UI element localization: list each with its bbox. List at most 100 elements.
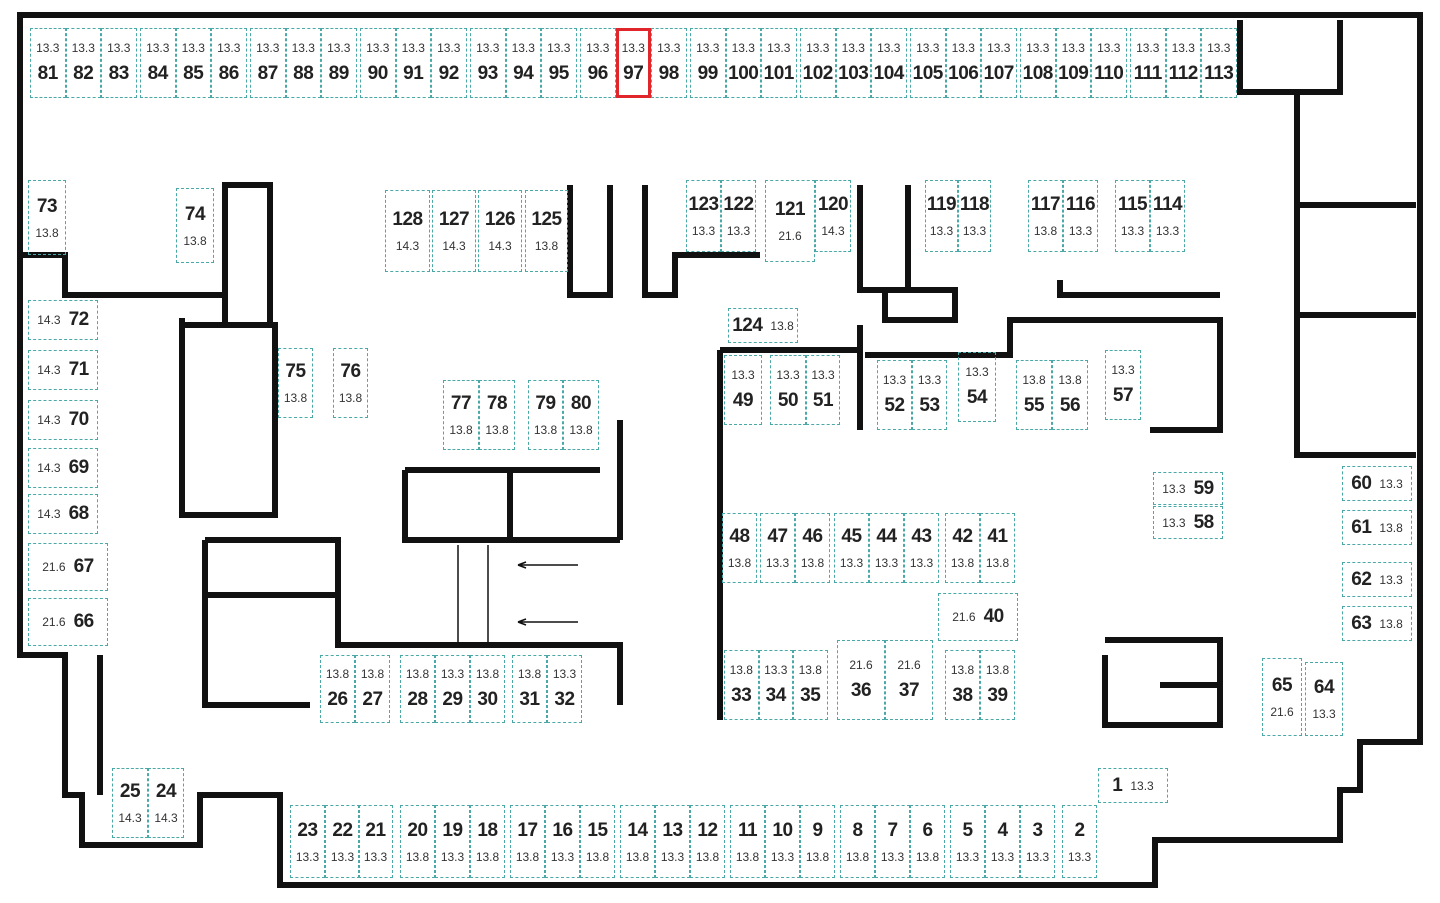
- parking-spot[interactable]: 13.3111: [1130, 28, 1166, 98]
- parking-spot[interactable]: 13.349: [724, 355, 762, 425]
- parking-spot[interactable]: 13.394: [505, 28, 541, 98]
- parking-spot[interactable]: 1813.8: [470, 805, 505, 878]
- parking-spot[interactable]: 2113.3: [358, 805, 393, 878]
- parking-spot[interactable]: 13.3105: [910, 28, 946, 98]
- parking-spot[interactable]: 13.350: [770, 355, 806, 425]
- parking-spot[interactable]: 21.636: [837, 640, 885, 720]
- parking-spot[interactable]: 13.358: [1153, 506, 1223, 539]
- parking-spot[interactable]: 4213.8: [945, 513, 980, 583]
- parking-spot[interactable]: 13.3108: [1020, 28, 1056, 98]
- parking-spot[interactable]: 1913.3: [435, 805, 470, 878]
- parking-spot[interactable]: 513.3: [950, 805, 985, 878]
- parking-spot[interactable]: 13.828: [400, 655, 435, 723]
- parking-spot[interactable]: 13.856: [1052, 360, 1088, 430]
- parking-spot[interactable]: 13.827: [355, 655, 390, 723]
- parking-spot[interactable]: 12614.3: [478, 190, 522, 272]
- parking-spot[interactable]: 4513.3: [834, 513, 869, 583]
- parking-spot[interactable]: 4613.8: [795, 513, 830, 583]
- parking-spot[interactable]: 6013.3: [1342, 466, 1412, 501]
- parking-spot[interactable]: 13.839: [980, 650, 1015, 720]
- parking-spot[interactable]: 713.3: [875, 805, 910, 878]
- parking-spot[interactable]: 21.640: [938, 593, 1018, 641]
- parking-spot[interactable]: 7513.8: [278, 348, 313, 418]
- parking-spot-selected[interactable]: 13.397: [615, 28, 651, 98]
- parking-spot[interactable]: 13.3113: [1201, 28, 1237, 98]
- parking-spot[interactable]: 12213.3: [721, 180, 756, 252]
- parking-spot[interactable]: 213.3: [1062, 805, 1097, 878]
- parking-spot[interactable]: 12121.6: [765, 180, 815, 262]
- parking-spot[interactable]: 13.381: [30, 28, 66, 98]
- parking-spot[interactable]: 14.371: [28, 350, 98, 390]
- parking-spot[interactable]: 13.838: [945, 650, 980, 720]
- parking-spot[interactable]: 12014.3: [815, 180, 851, 252]
- parking-spot[interactable]: 13.395: [541, 28, 577, 98]
- parking-spot[interactable]: 14.372: [28, 300, 98, 340]
- parking-spot[interactable]: 13.393: [470, 28, 506, 98]
- parking-spot[interactable]: 7613.8: [333, 348, 368, 418]
- parking-spot[interactable]: 13.3112: [1165, 28, 1201, 98]
- parking-spot[interactable]: 7913.8: [528, 380, 563, 450]
- parking-spot[interactable]: 14.369: [28, 448, 98, 488]
- parking-spot[interactable]: 4313.3: [904, 513, 939, 583]
- parking-spot[interactable]: 11613.3: [1063, 180, 1098, 252]
- parking-spot[interactable]: 13.357: [1105, 350, 1141, 420]
- parking-spot[interactable]: 13.3109: [1055, 28, 1091, 98]
- parking-spot[interactable]: 1713.8: [510, 805, 545, 878]
- parking-spot[interactable]: 113.3: [1098, 768, 1168, 803]
- parking-spot[interactable]: 13.831: [512, 655, 547, 723]
- parking-spot[interactable]: 12313.3: [686, 180, 721, 252]
- parking-spot[interactable]: 13.383: [101, 28, 137, 98]
- parking-spot[interactable]: 13.3107: [981, 28, 1017, 98]
- parking-spot[interactable]: 12513.8: [525, 190, 568, 272]
- parking-spot[interactable]: 2313.3: [290, 805, 325, 878]
- parking-spot[interactable]: 13.391: [395, 28, 431, 98]
- parking-spot[interactable]: 13.382: [65, 28, 101, 98]
- parking-spot[interactable]: 13.329: [435, 655, 470, 723]
- parking-spot[interactable]: 13.332: [547, 655, 582, 723]
- parking-spot[interactable]: 11713.8: [1028, 180, 1063, 252]
- parking-spot[interactable]: 1313.3: [655, 805, 690, 878]
- parking-spot[interactable]: 13.3101: [761, 28, 797, 98]
- parking-spot[interactable]: 13.353: [912, 360, 947, 430]
- parking-spot[interactable]: 13.830: [470, 655, 505, 723]
- parking-spot[interactable]: 13.334: [758, 650, 793, 720]
- parking-spot[interactable]: 13.387: [250, 28, 286, 98]
- parking-spot[interactable]: 13.390: [360, 28, 396, 98]
- parking-spot[interactable]: 13.826: [320, 655, 355, 723]
- parking-spot[interactable]: 11513.3: [1115, 180, 1150, 252]
- parking-spot[interactable]: 2414.3: [148, 768, 184, 838]
- parking-spot[interactable]: 2213.3: [325, 805, 360, 878]
- parking-spot[interactable]: 13.3106: [945, 28, 981, 98]
- parking-spot[interactable]: 7413.8: [176, 188, 214, 263]
- parking-spot[interactable]: 11413.3: [1150, 180, 1185, 252]
- parking-spot[interactable]: 21.667: [28, 543, 108, 591]
- parking-spot[interactable]: 13.3102: [800, 28, 836, 98]
- parking-spot[interactable]: 1013.3: [765, 805, 800, 878]
- parking-spot[interactable]: 6113.8: [1342, 510, 1412, 545]
- parking-spot[interactable]: 11813.3: [958, 180, 991, 252]
- parking-spot[interactable]: 813.8: [840, 805, 875, 878]
- parking-spot[interactable]: 13.3100: [725, 28, 761, 98]
- parking-spot[interactable]: 613.8: [910, 805, 945, 878]
- parking-spot[interactable]: 2013.8: [400, 805, 435, 878]
- parking-spot[interactable]: 1613.3: [545, 805, 580, 878]
- parking-spot[interactable]: 2514.3: [112, 768, 148, 838]
- parking-spot[interactable]: 13.3110: [1091, 28, 1127, 98]
- parking-spot[interactable]: 6521.6: [1262, 658, 1302, 736]
- parking-spot[interactable]: 8013.8: [563, 380, 599, 450]
- parking-spot[interactable]: 1413.8: [620, 805, 655, 878]
- parking-spot[interactable]: 13.3103: [835, 28, 871, 98]
- parking-spot[interactable]: 13.396: [580, 28, 616, 98]
- parking-spot[interactable]: 4413.3: [869, 513, 904, 583]
- parking-spot[interactable]: 913.8: [800, 805, 835, 878]
- parking-spot[interactable]: 13.354: [958, 352, 996, 422]
- parking-spot[interactable]: 13.352: [877, 360, 912, 430]
- parking-spot[interactable]: 13.351: [806, 355, 840, 425]
- parking-spot[interactable]: 13.384: [140, 28, 176, 98]
- parking-spot[interactable]: 13.835: [793, 650, 828, 720]
- parking-spot[interactable]: 13.389: [321, 28, 357, 98]
- parking-spot[interactable]: 413.3: [985, 805, 1020, 878]
- parking-spot[interactable]: 6313.8: [1342, 606, 1412, 641]
- parking-spot[interactable]: 13.392: [431, 28, 467, 98]
- parking-spot[interactable]: 12413.8: [728, 308, 798, 343]
